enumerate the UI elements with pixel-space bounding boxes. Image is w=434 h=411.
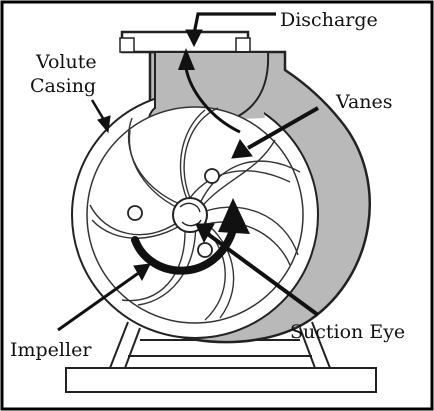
pointer-arrows — [57, 12, 320, 332]
label-impeller: Impeller — [10, 339, 92, 361]
impeller — [86, 106, 304, 324]
label-vanes: Vanes — [335, 91, 393, 113]
discharge-flange — [120, 30, 250, 54]
flow-arrow — [178, 48, 241, 134]
balance-hole — [197, 242, 213, 258]
balance-hole — [204, 168, 220, 184]
label-casing: Casing — [30, 75, 96, 97]
label-discharge: Discharge — [280, 9, 378, 31]
balance-hole — [127, 205, 143, 221]
label-suction-eye: Suction Eye — [290, 321, 405, 343]
label-volute: Volute — [35, 51, 97, 73]
